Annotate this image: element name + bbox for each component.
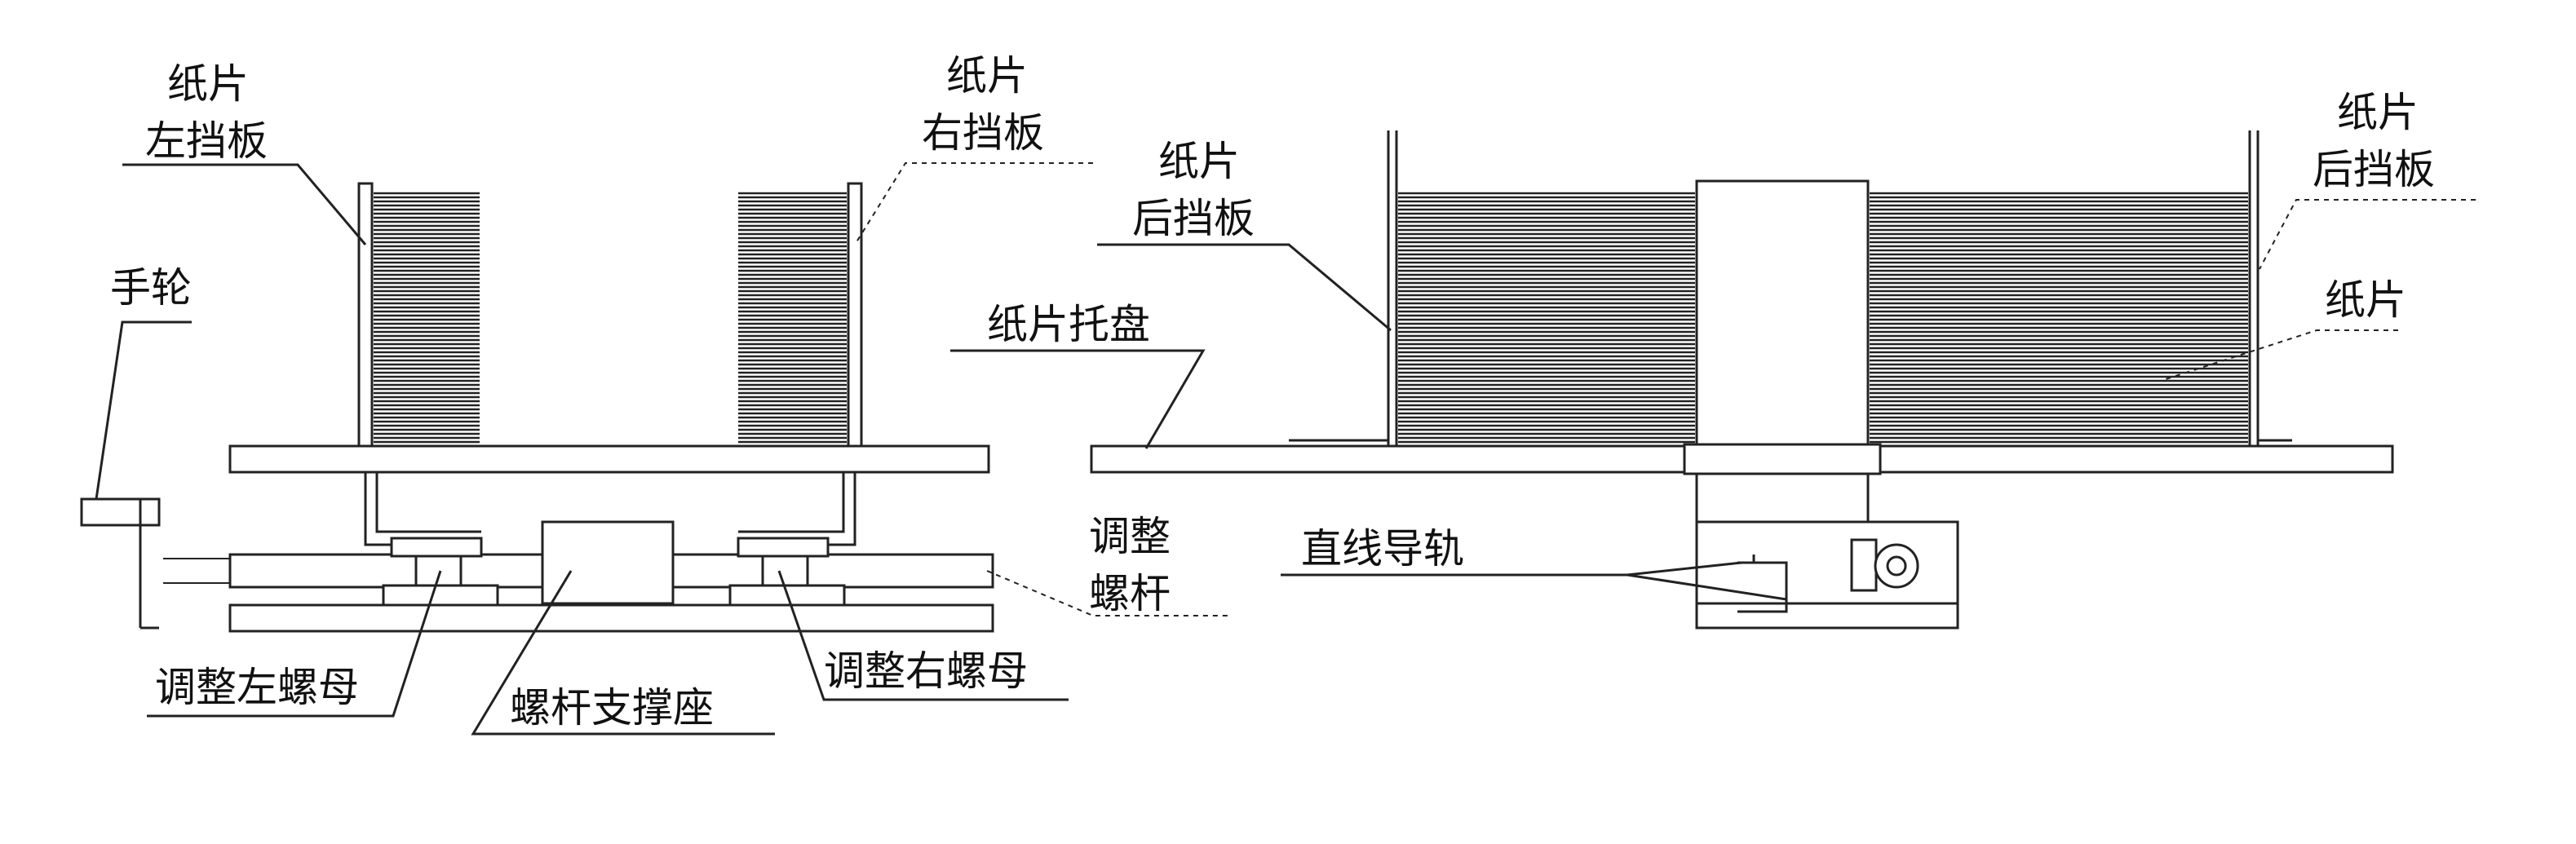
left-base-plate (228, 603, 994, 633)
guide-block (1850, 538, 1878, 592)
handwheel-hub (80, 497, 161, 527)
label-adjust-left-nut: 调整左螺母 (155, 664, 359, 711)
label-handwheel: 手轮 (110, 264, 192, 312)
leader-right-baffle (854, 162, 1093, 245)
left-tray-plate (228, 444, 990, 474)
right-view: 纸片 后挡板 纸片 后挡板 纸片托盘 纸片 直线导轨 (950, 89, 2476, 630)
left-nut-base (382, 584, 499, 607)
right-paper-stack (738, 192, 847, 444)
left-paper-stack (374, 192, 480, 444)
left-nut-body (414, 555, 463, 587)
screw-support-seat-block (541, 520, 675, 605)
left-view: 纸片 左挡板 纸片 右挡板 手轮 调整 螺杆 调整左螺母 螺杆支撑座 调整右螺母 (80, 52, 1228, 736)
left-baffle-plate (357, 182, 374, 448)
label-adjust-right-nut: 调整右螺母 (824, 647, 1028, 695)
label-rear-baffle-right-line1: 纸片 (2337, 89, 2419, 136)
label-left-baffle-line1: 纸片 (167, 60, 249, 108)
label-right-baffle-line1: 纸片 (946, 52, 1028, 99)
leader-paper-tray (950, 349, 1206, 449)
right-baffle-plate (847, 182, 863, 448)
label-paper-sheets: 纸片 (2325, 276, 2406, 324)
right-bracket (738, 472, 856, 546)
leader-paper-sheets (2165, 329, 2398, 380)
center-lift-column (1695, 179, 1870, 541)
leader-adjust-right-nut (777, 570, 1069, 701)
right-nut-top (737, 537, 830, 558)
label-left-baffle-line2: 左挡板 (145, 117, 268, 165)
label-rear-baffle-left-line1: 纸片 (1158, 138, 1240, 185)
label-adjust-screw-line2: 螺杆 (1089, 570, 1171, 617)
center-column-collar (1683, 443, 1882, 475)
leader-handwheel (95, 320, 192, 500)
leader-screw-support-seat (471, 570, 775, 736)
left-bracket (364, 472, 481, 546)
label-rear-baffle-left-line2: 后挡板 (1132, 195, 1255, 242)
left-nut-top (390, 537, 483, 558)
leader-rear-baffle-left (1097, 243, 1392, 332)
right-nut-body (761, 555, 809, 587)
label-adjust-screw-line1: 调整 (1089, 513, 1171, 560)
guide-roller-housing (1737, 555, 1788, 613)
linear-guide-base (1695, 602, 1959, 630)
paper-stack-left-section (1398, 192, 1695, 444)
leader-left-baffle (122, 163, 367, 245)
leader-adjust-left-nut (147, 570, 442, 718)
label-rear-baffle-right-line2: 后挡板 (2313, 146, 2435, 193)
label-linear-guide: 直线导轨 (1301, 525, 1464, 572)
paper-stack-right-section (1870, 192, 2248, 444)
label-right-baffle-line2: 右挡板 (922, 109, 1044, 157)
label-paper-tray: 纸片托盘 (987, 301, 1150, 348)
label-screw-support-seat: 螺杆支撑座 (510, 684, 714, 731)
leader-rear-baffle-right (2259, 199, 2476, 270)
